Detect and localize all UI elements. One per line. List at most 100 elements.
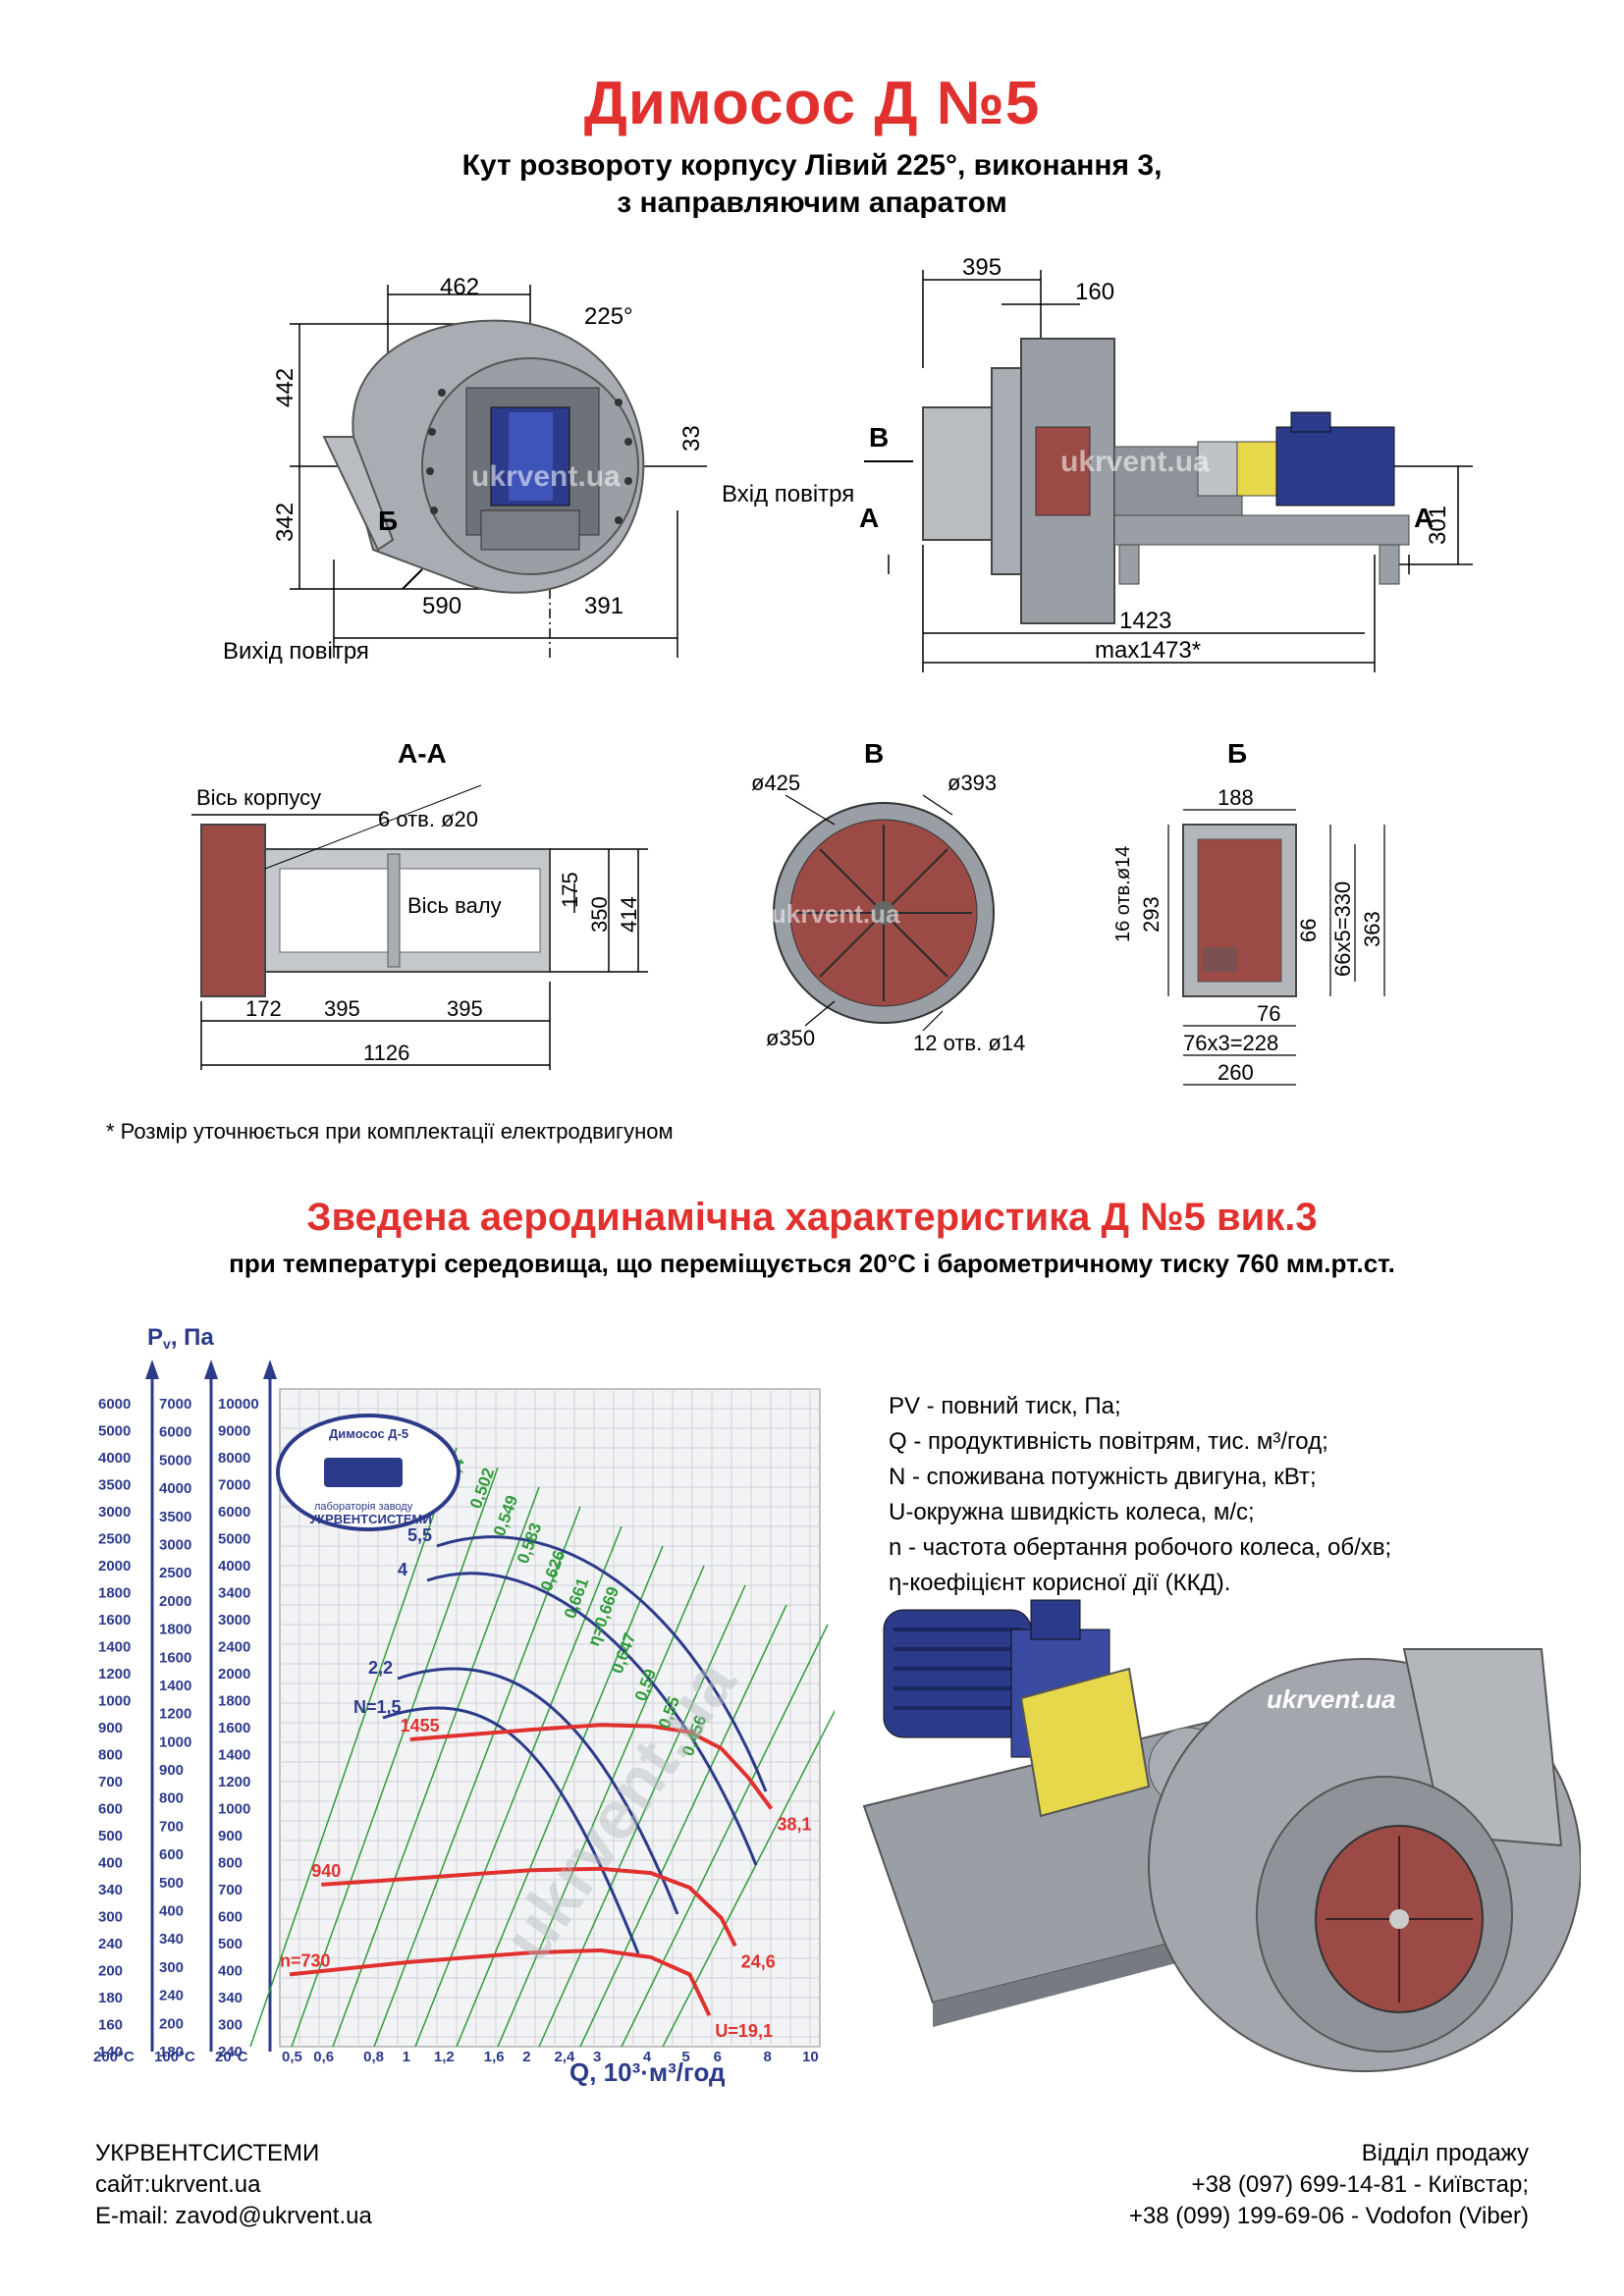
y-tick-label: 9000 xyxy=(218,1423,250,1440)
legend-item-pv: PV - повний тиск, Па; xyxy=(889,1393,1121,1419)
velocity-label: 24,6 xyxy=(741,1951,776,1971)
outlet-arrow xyxy=(402,568,423,590)
footer-phone-vodafone[interactable]: +38 (099) 199-69-06 - Vodofon (Viber) xyxy=(1128,2203,1529,2229)
logo-bottom-text: УКРВЕНТСИСТЕМИ xyxy=(309,1512,432,1526)
render-watermark: ukrvent.ua xyxy=(1267,1684,1396,1714)
dim-160: 160 xyxy=(1075,279,1114,305)
efficiency-line xyxy=(291,1467,499,2048)
y-tick-label: 1400 xyxy=(98,1639,131,1656)
legend-item-u: U-окружна швидкість колеса, м/с; xyxy=(889,1499,1255,1525)
footer-site-link[interactable]: сайт:ukrvent.ua xyxy=(95,2171,261,2198)
y-tick-label: 200 xyxy=(159,2015,184,2032)
holes-6-label: 6 отв. ø20 xyxy=(378,807,478,831)
x-tick-label: 2,4 xyxy=(555,2049,576,2065)
dim-76x3: 76x3=228 xyxy=(1183,1031,1278,1055)
power-label: N=1,5 xyxy=(353,1697,402,1717)
y-tick-label: 1000 xyxy=(159,1734,191,1750)
speed-label: 1455 xyxy=(401,1716,440,1735)
y-tick-label: 3000 xyxy=(218,1612,250,1629)
dim-462: 462 xyxy=(440,274,479,300)
efficiency-line xyxy=(497,1565,705,2048)
y-tick-label: 600 xyxy=(159,1846,184,1863)
efficiency-line xyxy=(662,1709,835,2048)
velocity-label: 38,1 xyxy=(778,1814,812,1834)
fan-render: ukrvent.ua xyxy=(862,1599,1581,2072)
diameter-350: ø350 xyxy=(766,1026,815,1050)
x-tick-label: 0,5 xyxy=(282,2049,302,2065)
dim-342: 342 xyxy=(272,503,298,542)
chart-y-label: Pv, Па xyxy=(147,1324,214,1352)
dim-max1473: max1473* xyxy=(1095,637,1201,664)
x-tick-label: 1,6 xyxy=(484,2049,505,2065)
footer-phone-kyivstar[interactable]: +38 (097) 699-14-81 - Київстар; xyxy=(1191,2171,1529,2198)
section-aa-title: А-А xyxy=(398,738,447,769)
speed-curve-2 xyxy=(289,1948,712,2016)
y-tick-label: 1600 xyxy=(218,1720,250,1736)
y-tick-label: 3500 xyxy=(159,1509,191,1525)
section-v-title: В xyxy=(864,738,885,769)
page-subtitle-line2: з направляючим апаратом xyxy=(617,187,1007,219)
dim-391: 391 xyxy=(584,593,623,619)
section-marker-a-left: А xyxy=(859,503,879,533)
y-tick-label: 600 xyxy=(98,1801,123,1818)
footer-company: УКРВЕНТСИСТЕМИ xyxy=(95,2140,320,2166)
dim-301: 301 xyxy=(1425,506,1451,545)
chart-x-label: Q, 10³·м³/год xyxy=(569,2057,726,2087)
y-tick-label: 500 xyxy=(159,1875,184,1892)
x-tick-label: 0,8 xyxy=(363,2049,384,2065)
y-tick-label: 500 xyxy=(218,1936,243,1952)
y-tick-label: 700 xyxy=(218,1882,243,1898)
power-label: 2,2 xyxy=(368,1658,393,1678)
y-tick-label: 1200 xyxy=(159,1706,191,1723)
y-tick-label: 2000 xyxy=(98,1558,131,1575)
y-tick-label: 1000 xyxy=(98,1693,131,1710)
y-tick-label: 340 xyxy=(98,1882,123,1898)
x-tick-label: 0,6 xyxy=(313,2049,334,2065)
section-b-title: Б xyxy=(1227,738,1248,769)
legend-item-q: Q - продуктивність повітрям, тис. м³/год… xyxy=(889,1428,1328,1455)
dim-395-b: 395 xyxy=(447,996,483,1021)
efficiency-line xyxy=(332,1486,540,2048)
dim-1126: 1126 xyxy=(363,1041,409,1065)
y-tick-label: 2500 xyxy=(98,1531,131,1548)
section-b-drawing: 188 16 отв.ø14 293 66 66x5=330 363 76 76… xyxy=(1112,785,1385,1086)
y-tick-label: 400 xyxy=(159,1903,184,1920)
x-tick-label: 1 xyxy=(403,2049,410,2065)
y-tick-label: 1000 xyxy=(218,1801,250,1818)
dim-442: 442 xyxy=(272,368,298,407)
y-tick-label: 3400 xyxy=(218,1585,250,1602)
y-tick-label: 1800 xyxy=(98,1585,131,1602)
y-tick-label: 500 xyxy=(98,1828,123,1844)
dim-175: 175 xyxy=(558,872,582,908)
footer-left: УКРВЕНТСИСТЕМИ сайт:ukrvent.ua E-mail: z… xyxy=(95,2138,372,2232)
y-tick-label: 240 xyxy=(98,1936,123,1952)
x-tick-label: 1,2 xyxy=(434,2049,455,2065)
power-curve xyxy=(397,1667,679,1915)
footer-sales-dept: Відділ продажу xyxy=(1361,2140,1529,2166)
x-tick-label: 10 xyxy=(802,2049,819,2065)
dim-172: 172 xyxy=(245,996,282,1021)
axis-shaft-label: Вісь валу xyxy=(407,893,502,918)
dim-225-degrees: 225° xyxy=(584,303,633,330)
y-tick-label: 800 xyxy=(218,1855,243,1872)
dim-66x5: 66x5=330 xyxy=(1330,881,1355,977)
x-tick-label: 2 xyxy=(522,2049,530,2065)
speed-curve-1 xyxy=(321,1866,737,1948)
dim-66: 66 xyxy=(1296,919,1321,942)
y-tick-label: 6000 xyxy=(98,1396,131,1413)
watermark-side: ukrvent.ua xyxy=(1060,446,1210,478)
watermark-front: ukrvent.ua xyxy=(471,460,621,493)
page-title: Димосос Д №5 xyxy=(583,70,1041,137)
y-tick-label: 7000 xyxy=(159,1396,191,1413)
y-tick-label: 3500 xyxy=(98,1477,131,1494)
y-tick-label: 4000 xyxy=(218,1558,250,1575)
y-tick-label: 300 xyxy=(218,2017,243,2034)
dim-1423: 1423 xyxy=(1119,608,1171,634)
y-tick-label: 900 xyxy=(218,1828,243,1844)
footer-email-link[interactable]: E-mail: zavod@ukrvent.ua xyxy=(95,2203,372,2229)
dim-33: 33 xyxy=(678,425,705,452)
y-tick-label: 400 xyxy=(218,1963,243,1980)
y-tick-label: 10000 xyxy=(218,1396,259,1413)
speed-curve-0 xyxy=(409,1723,774,1810)
chart-legend: PV - повний тиск, Па; Q - продуктивність… xyxy=(889,1389,1391,1601)
